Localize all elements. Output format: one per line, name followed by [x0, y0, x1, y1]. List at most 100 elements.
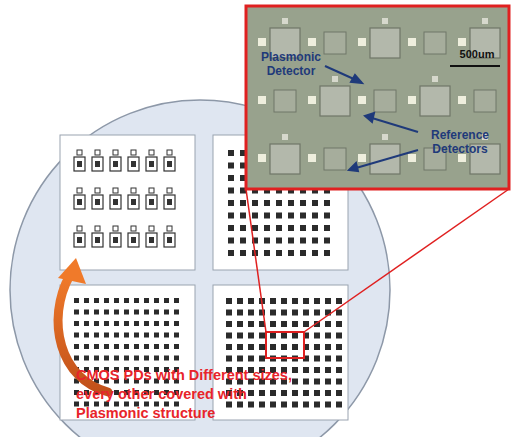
pad — [332, 76, 338, 82]
detector — [164, 298, 169, 303]
detector — [292, 310, 298, 316]
pad — [167, 188, 172, 193]
detector — [240, 238, 246, 244]
detector — [144, 344, 149, 349]
detector — [240, 200, 246, 206]
detector — [248, 344, 254, 350]
detector — [281, 298, 287, 304]
detector — [303, 390, 309, 396]
detector — [325, 321, 331, 327]
detector — [154, 310, 159, 315]
detector — [226, 310, 232, 316]
detector — [110, 157, 121, 171]
detector — [276, 250, 282, 256]
detector — [104, 344, 109, 349]
plasmonic-detector — [370, 28, 400, 58]
detector — [134, 356, 139, 361]
detector — [314, 390, 320, 396]
detector — [114, 333, 119, 338]
detector — [336, 402, 342, 408]
detector-core — [149, 237, 154, 243]
pad — [131, 226, 136, 231]
detector — [312, 213, 318, 219]
detector — [281, 310, 287, 316]
callout-label: Plasmonic Detector — [258, 50, 324, 78]
detector — [226, 321, 232, 327]
detector-core — [95, 237, 100, 243]
detector — [74, 333, 79, 338]
detector — [174, 298, 179, 303]
detector — [146, 157, 157, 171]
detector — [248, 298, 254, 304]
pad — [308, 154, 316, 162]
detector — [312, 250, 318, 256]
pad — [149, 188, 154, 193]
zoom-line — [246, 189, 266, 332]
detector — [74, 157, 85, 171]
detector — [336, 333, 342, 339]
reference-detector — [474, 90, 496, 112]
detector — [264, 238, 270, 244]
pad — [308, 96, 316, 104]
detector — [226, 298, 232, 304]
detector — [248, 333, 254, 339]
detector — [240, 225, 246, 231]
detector — [154, 321, 159, 326]
detector — [281, 344, 287, 350]
detector — [324, 213, 330, 219]
detector — [264, 225, 270, 231]
detector — [270, 298, 276, 304]
detector — [292, 379, 298, 385]
detector — [134, 310, 139, 315]
detector — [324, 238, 330, 244]
detector — [110, 195, 121, 209]
detector — [240, 250, 246, 256]
detector — [303, 402, 309, 408]
detector — [336, 321, 342, 327]
detector — [114, 321, 119, 326]
detector — [114, 310, 119, 315]
detector — [228, 188, 234, 194]
detector — [104, 333, 109, 338]
detector — [237, 356, 243, 362]
detector-core — [167, 237, 172, 243]
detector — [74, 233, 85, 247]
detector — [114, 344, 119, 349]
detector — [270, 310, 276, 316]
detector — [104, 321, 109, 326]
detector — [110, 233, 121, 247]
detector — [312, 200, 318, 206]
detector — [144, 356, 149, 361]
detector — [174, 310, 179, 315]
detector — [92, 157, 103, 171]
detector — [324, 225, 330, 231]
detector — [292, 298, 298, 304]
pad — [77, 226, 82, 231]
pad — [282, 18, 288, 24]
detector — [312, 225, 318, 231]
detector — [292, 390, 298, 396]
detector — [248, 356, 254, 362]
chip — [60, 135, 195, 270]
scale-label: 500um — [452, 48, 502, 61]
pad — [382, 18, 388, 24]
detector — [134, 298, 139, 303]
detector-core — [113, 161, 118, 167]
detector — [226, 333, 232, 339]
detector — [92, 233, 103, 247]
detector — [114, 298, 119, 303]
detector — [270, 333, 276, 339]
detector — [154, 333, 159, 338]
detector — [270, 321, 276, 327]
detector — [114, 356, 119, 361]
detector — [336, 310, 342, 316]
detector — [325, 390, 331, 396]
detector — [292, 367, 298, 373]
detector — [252, 213, 258, 219]
detector — [84, 310, 89, 315]
detector — [124, 321, 129, 326]
detector — [300, 213, 306, 219]
detector — [154, 344, 159, 349]
pad — [77, 188, 82, 193]
